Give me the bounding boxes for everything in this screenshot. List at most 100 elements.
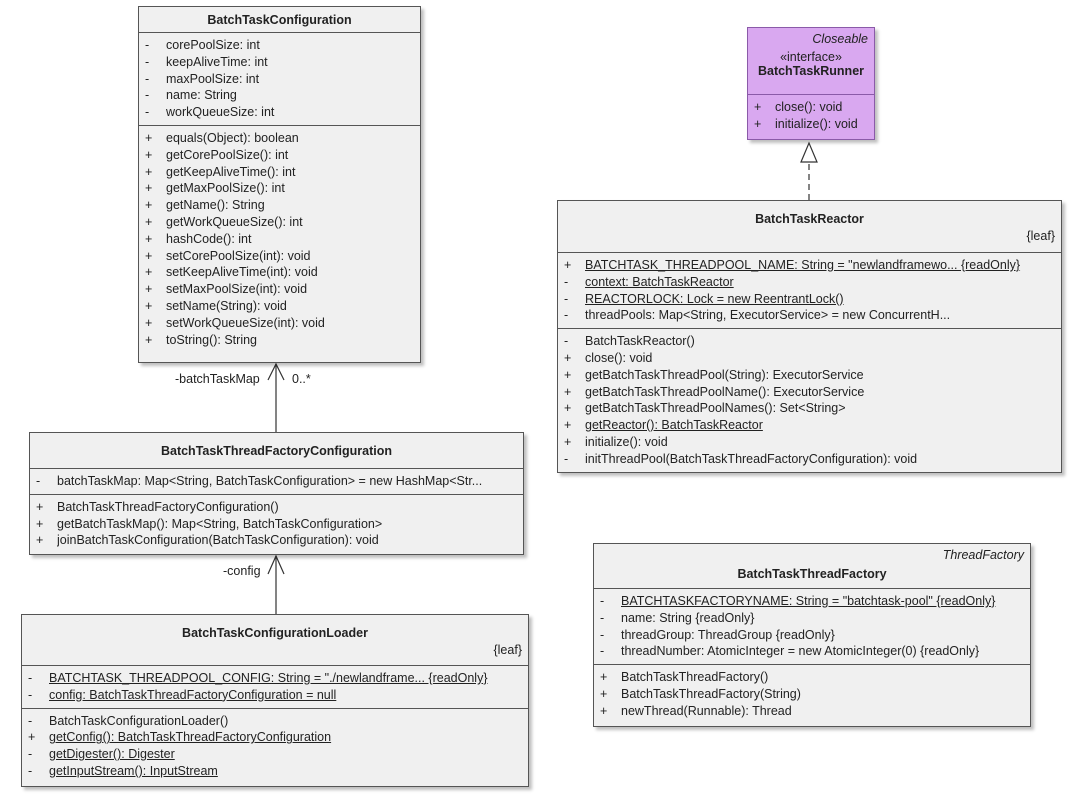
member-row[interactable]: -name: String {readOnly}: [594, 610, 1030, 627]
member-text: REACTORLOCK: Lock = new ReentrantLock(): [585, 291, 1061, 308]
member-row[interactable]: +getCorePoolSize(): int: [139, 147, 420, 164]
class-batch-task-thread-factory-configuration[interactable]: BatchTaskThreadFactoryConfiguration -bat…: [29, 432, 524, 555]
member-label: equals(Object): boolean: [166, 130, 299, 145]
member-row[interactable]: +BatchTaskThreadFactory(String): [594, 686, 1030, 703]
member-row[interactable]: - threadNumber: AtomicInteger = new Atomi…: [594, 643, 1030, 660]
member-row[interactable]: +getMaxPoolSize(): int: [139, 180, 420, 197]
member-row[interactable]: +initialize(): void: [748, 116, 874, 133]
member-text: initialize(): void: [585, 434, 1061, 451]
visibility-marker: +: [28, 730, 36, 745]
member-row[interactable]: -BatchTaskConfigurationLoader(): [22, 713, 528, 730]
member-label: initThreadPool(BatchTaskThreadFactoryCon…: [585, 451, 918, 466]
member-row[interactable]: +newThread(Runnable): Thread: [594, 703, 1030, 720]
member-row[interactable]: +setWorkQueueSize(int): void: [139, 315, 420, 332]
member-label: toString(): String: [166, 332, 258, 347]
member-label: name: String: [166, 88, 237, 103]
member-row[interactable]: +getReactor(): BatchTaskReactor: [558, 417, 1061, 434]
member-text: name: String {readOnly}: [621, 610, 1030, 627]
member-row[interactable]: - workQueueSize: int: [139, 104, 420, 121]
member-row[interactable]: +getBatchTaskMap(): Map<String, BatchTas…: [30, 516, 523, 533]
member-label: threadNumber: AtomicInteger = new Atomic…: [621, 644, 980, 659]
member-text: BatchTaskConfigurationLoader(): [49, 713, 528, 730]
member-label: setMaxPoolSize(int): void: [166, 282, 308, 297]
member-row[interactable]: +toString(): String: [139, 332, 420, 349]
member-text: context: BatchTaskReactor: [585, 274, 1061, 291]
member-label: threadPools: Map<String, ExecutorService…: [585, 308, 951, 323]
visibility-marker: -: [564, 451, 569, 466]
member-row[interactable]: +getBatchTaskThreadPoolNames(): Set<Stri…: [558, 400, 1061, 417]
member-row[interactable]: +equals(Object): boolean: [139, 130, 420, 147]
parent-interface-label: Closeable: [812, 32, 868, 46]
member-row[interactable]: -REACTORLOCK: Lock = new ReentrantLock(): [558, 291, 1061, 308]
member-row[interactable]: - getInputStream(): InputStream: [22, 763, 528, 780]
member-row[interactable]: +BatchTaskThreadFactoryConfiguration(): [30, 499, 523, 516]
member-label: BatchTaskThreadFactory(String): [621, 686, 801, 701]
class-name: BatchTaskThreadFactory: [737, 567, 887, 581]
member-row[interactable]: +hashCode(): int: [139, 231, 420, 248]
member-label: REACTORLOCK: Lock = new ReentrantLock(): [585, 291, 844, 306]
class-name: BatchTaskConfigurationLoader: [182, 626, 368, 640]
member-row[interactable]: -getDigester(): Digester: [22, 746, 528, 763]
member-row[interactable]: +getWorkQueueSize(): int: [139, 214, 420, 231]
member-row[interactable]: - BatchTaskReactor(): [558, 333, 1061, 350]
member-row[interactable]: -BATCHTASKFACTORYNAME: String = "batchta…: [594, 593, 1030, 610]
visibility-marker: -: [600, 644, 605, 659]
member-label: getKeepAliveTime(): int: [166, 164, 296, 179]
member-row[interactable]: +BATCHTASK_THREADPOOL_NAME: String = "ne…: [558, 257, 1061, 274]
stereotype-label: «interface»: [780, 50, 842, 64]
member-row[interactable]: -keepAliveTime: int: [139, 54, 420, 71]
operations-section: +BatchTaskThreadFactoryConfiguration()+g…: [30, 495, 523, 553]
member-row[interactable]: +getBatchTaskThreadPoolName(): ExecutorS…: [558, 384, 1061, 401]
visibility-marker: +: [145, 147, 153, 162]
member-row[interactable]: -threadGroup: ThreadGroup {readOnly}: [594, 627, 1030, 644]
member-text: getInputStream(): InputStream: [49, 763, 528, 780]
association-arrowhead-batchTaskMap: [267, 362, 285, 381]
member-row[interactable]: +close(): void: [558, 350, 1061, 367]
member-text: workQueueSize: int: [166, 104, 420, 121]
visibility-marker: +: [145, 248, 153, 263]
member-row[interactable]: -name: String: [139, 87, 420, 104]
member-row[interactable]: +joinBatchTaskConfiguration(BatchTaskCon…: [30, 532, 523, 549]
member-label: corePoolSize: int: [166, 38, 260, 52]
member-row[interactable]: -batchTaskMap: Map<String, BatchTaskConf…: [30, 473, 523, 490]
member-row[interactable]: +getName(): String: [139, 197, 420, 214]
member-row[interactable]: +setMaxPoolSize(int): void: [139, 281, 420, 298]
member-row[interactable]: -corePoolSize: int: [139, 37, 420, 54]
member-row[interactable]: - initThreadPool(BatchTaskThreadFactoryCo…: [558, 451, 1061, 468]
member-label: BATCHTASK_THREADPOOL_NAME: String = "new…: [585, 258, 1021, 272]
member-row[interactable]: +close(): void: [748, 99, 874, 116]
member-row[interactable]: -BATCHTASK_THREADPOOL_CONFIG: String = "…: [22, 670, 528, 687]
member-row[interactable]: +setKeepAliveTime(int): void: [139, 264, 420, 281]
member-row[interactable]: -context: BatchTaskReactor: [558, 274, 1061, 291]
class-batch-task-reactor[interactable]: BatchTaskReactor {leaf} +BATCHTASK_THREA…: [557, 200, 1062, 473]
member-text: getDigester(): Digester: [49, 746, 528, 763]
member-row[interactable]: +getKeepAliveTime(): int: [139, 164, 420, 181]
class-batch-task-thread-factory[interactable]: ThreadFactory BatchTaskThreadFactory -BA…: [593, 543, 1031, 727]
class-batch-task-configuration-loader[interactable]: BatchTaskConfigurationLoader {leaf} -BAT…: [21, 614, 529, 787]
member-row[interactable]: +BatchTaskThreadFactory(): [594, 669, 1030, 686]
visibility-marker: -: [28, 763, 33, 778]
visibility-marker: -: [564, 334, 569, 349]
member-row[interactable]: +getConfig(): BatchTaskThreadFactoryConf…: [22, 729, 528, 746]
member-row[interactable]: +initialize(): void: [558, 434, 1061, 451]
member-row[interactable]: +setCorePoolSize(int): void: [139, 248, 420, 265]
member-row[interactable]: +getBatchTaskThreadPool(String): Executo…: [558, 367, 1061, 384]
class-batch-task-configuration[interactable]: BatchTaskConfiguration -corePoolSize: in…: [138, 6, 421, 363]
member-row[interactable]: +setName(String): void: [139, 298, 420, 315]
member-label: joinBatchTaskConfiguration(BatchTaskConf…: [57, 533, 379, 548]
attributes-section: +BATCHTASK_THREADPOOL_NAME: String = "ne…: [558, 253, 1061, 330]
visibility-marker: +: [754, 116, 762, 131]
interface-name: BatchTaskRunner: [757, 64, 865, 78]
visibility-marker: +: [36, 516, 44, 531]
member-row[interactable]: -threadPools: Map<String, ExecutorServic…: [558, 307, 1061, 324]
member-label: keepAliveTime: int: [166, 54, 268, 69]
member-text: BatchTaskReactor(): [585, 333, 1061, 350]
visibility-marker: +: [564, 418, 572, 433]
member-text: getName(): String: [166, 197, 420, 214]
member-text: getBatchTaskThreadPool(String): Executor…: [585, 367, 1061, 384]
interface-batch-task-runner[interactable]: Closeable «interface» BatchTaskRunner +c…: [747, 27, 875, 140]
visibility-marker: -: [145, 105, 150, 120]
member-row[interactable]: -config: BatchTaskThreadFactoryConfigura…: [22, 687, 528, 704]
visibility-marker: -: [600, 627, 605, 642]
member-row[interactable]: -maxPoolSize: int: [139, 71, 420, 88]
